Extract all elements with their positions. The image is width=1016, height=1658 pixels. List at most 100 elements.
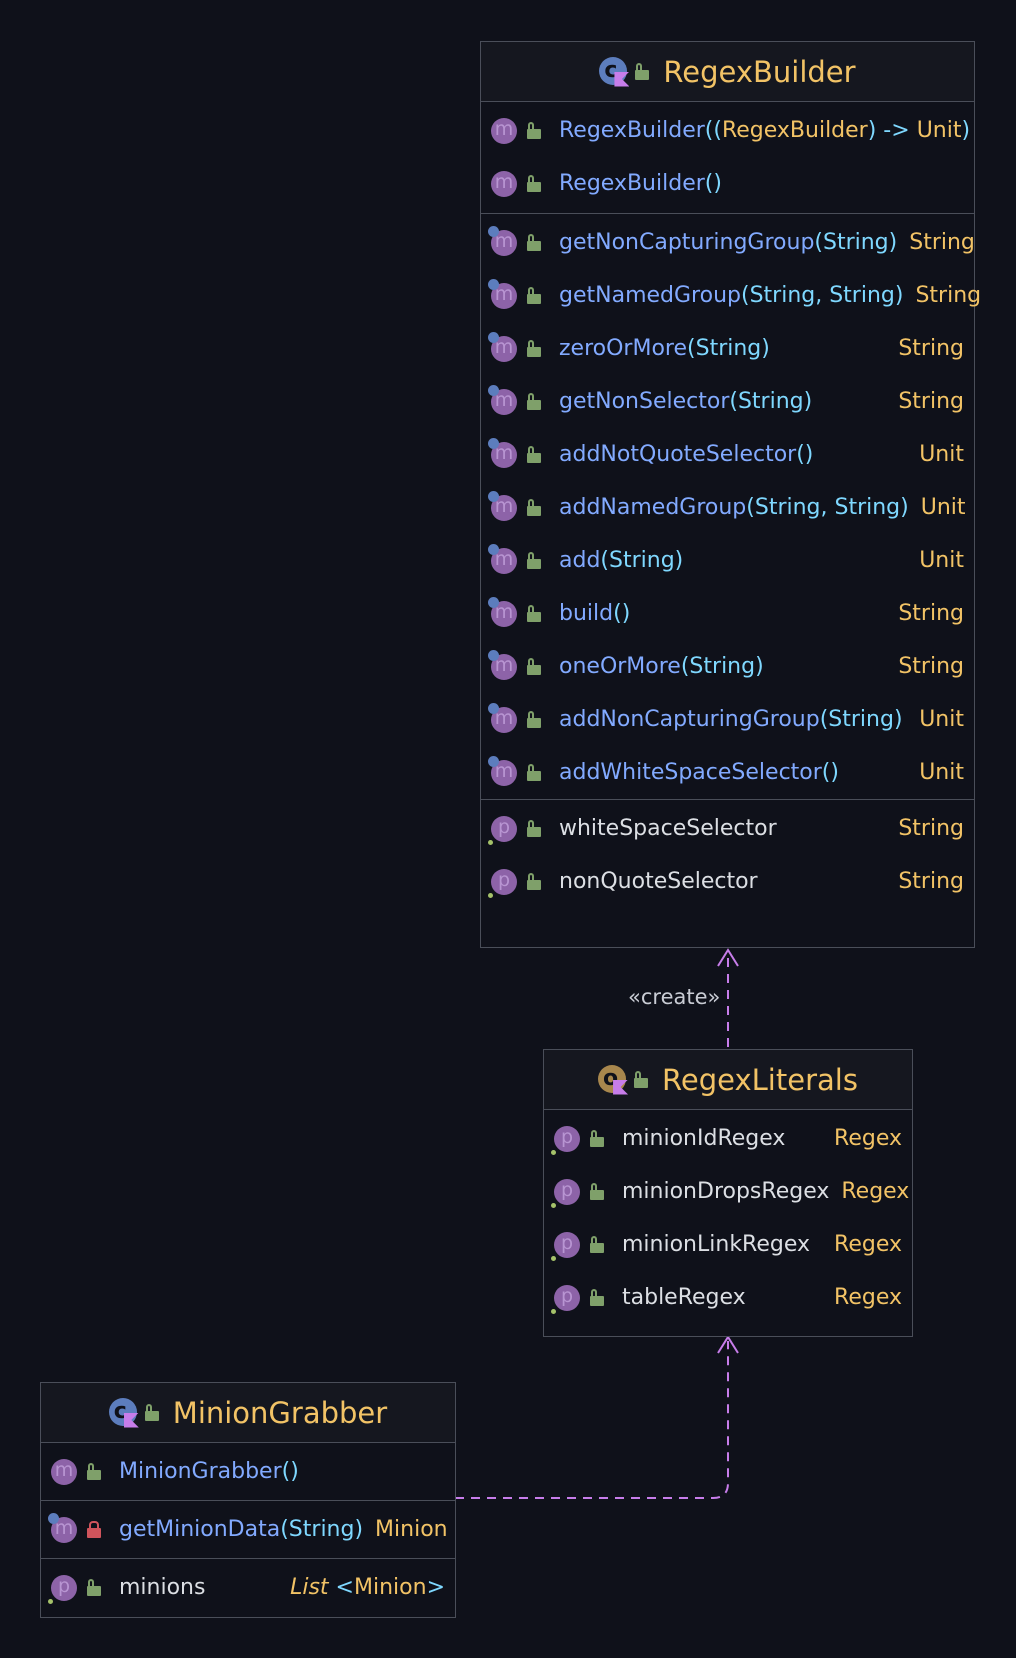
- method-icon: m: [488, 384, 517, 415]
- member-name: addNamedGroup(String, String): [559, 495, 909, 520]
- class-header: c MinionGrabber: [41, 1383, 455, 1443]
- method-icon: m: [488, 649, 517, 680]
- public-lock-open-icon: [527, 445, 541, 464]
- class-header: o RegexLiterals: [544, 1050, 912, 1110]
- constructor-row[interactable]: m MinionGrabber(): [41, 1445, 455, 1498]
- class-regex-builder[interactable]: c RegexBuilder m RegexBuilder((RegexBuil…: [480, 41, 981, 948]
- class-title: MinionGrabber: [172, 1395, 388, 1430]
- member-type: Minion: [375, 1517, 448, 1542]
- public-lock-open-icon: [527, 498, 541, 517]
- member-name: minionLinkRegex: [622, 1232, 811, 1257]
- class-title: RegexLiterals: [662, 1062, 858, 1097]
- properties-section: p minions List <Minion>: [41, 1559, 455, 1614]
- member-type: Unit: [919, 548, 964, 573]
- create-stereotype-label: «create»: [628, 985, 721, 1009]
- public-lock-open-icon: [527, 286, 541, 305]
- constructors-section: m RegexBuilder((RegexBuilder) -> Unit) m…: [481, 102, 974, 214]
- property-icon: p: [488, 815, 517, 845]
- member-type: String: [898, 389, 964, 414]
- property-icon: p: [551, 1125, 580, 1155]
- public-lock-open-icon: [527, 392, 541, 411]
- member-name: oneOrMore(String): [559, 654, 764, 679]
- member-type: Unit: [919, 707, 964, 732]
- kotlin-class-icon: c: [108, 1397, 139, 1428]
- member-type: String: [898, 336, 964, 361]
- method-icon: m: [491, 170, 517, 197]
- public-lock-open-icon: [527, 819, 541, 838]
- member-type: Unit: [919, 760, 964, 785]
- constructors-section: m MinionGrabber(): [41, 1443, 455, 1501]
- method-icon: m: [488, 543, 517, 574]
- property-icon: p: [48, 1574, 77, 1604]
- member-name: nonQuoteSelector: [559, 869, 758, 894]
- property-row[interactable]: p minions List <Minion>: [41, 1561, 455, 1614]
- member-type: String: [898, 601, 964, 626]
- class-header: c RegexBuilder: [481, 42, 974, 102]
- member-name: whiteSpaceSelector: [559, 816, 777, 841]
- method-icon: m: [488, 437, 517, 468]
- public-lock-open-icon: [527, 763, 541, 782]
- member-type: String: [915, 283, 982, 308]
- class-title: RegexBuilder: [663, 54, 856, 89]
- method-row[interactable]: m getMinionData(String) Minion: [41, 1503, 455, 1556]
- method-row[interactable]: m oneOrMore(String) String: [481, 640, 974, 693]
- member-type: Regex: [841, 1179, 910, 1204]
- member-name: minionIdRegex: [622, 1126, 786, 1151]
- constructor-row[interactable]: m RegexBuilder((RegexBuilder) -> Unit): [481, 104, 974, 157]
- public-lock-open-icon: [527, 121, 541, 140]
- member-type: List <Minion>: [290, 1575, 445, 1600]
- public-lock-open-icon: [527, 710, 541, 729]
- member-type: Regex: [834, 1232, 902, 1257]
- member-name: minionDropsRegex: [622, 1179, 830, 1204]
- public-lock-open-icon: [635, 62, 650, 81]
- member-type: String: [909, 230, 975, 255]
- property-icon: p: [488, 868, 517, 898]
- public-lock-open-icon: [590, 1288, 604, 1307]
- public-lock-open-icon: [527, 174, 541, 193]
- method-icon: m: [488, 702, 517, 733]
- property-icon: p: [551, 1178, 580, 1208]
- member-type: Unit: [920, 495, 966, 520]
- method-row[interactable]: m getNonCapturingGroup(String) String: [481, 216, 975, 269]
- method-icon: m: [488, 225, 517, 256]
- member-type: String: [898, 654, 964, 679]
- member-name: getMinionData(String): [119, 1517, 364, 1542]
- member-name: MinionGrabber(): [119, 1459, 299, 1484]
- member-name: build(): [559, 601, 631, 626]
- property-row[interactable]: p minionDropsRegex Regex: [544, 1165, 912, 1218]
- member-type: String: [898, 869, 964, 894]
- member-name: getNonCapturingGroup(String): [559, 230, 898, 255]
- method-row[interactable]: m add(String) Unit: [481, 534, 974, 587]
- class-minion-grabber[interactable]: c MinionGrabber m MinionGrabber() m getM…: [40, 1382, 456, 1618]
- property-row[interactable]: p nonQuoteSelector String: [481, 855, 974, 908]
- methods-section: m getMinionData(String) Minion: [41, 1501, 455, 1559]
- method-icon: m: [51, 1458, 77, 1485]
- property-icon: p: [551, 1284, 580, 1314]
- kotlin-class-icon: c: [599, 56, 630, 87]
- member-name: minions: [119, 1575, 206, 1600]
- member-type: Regex: [834, 1285, 902, 1310]
- public-lock-open-icon: [527, 657, 541, 676]
- constructor-row[interactable]: m RegexBuilder(): [481, 157, 974, 210]
- member-name: add(String): [559, 548, 684, 573]
- member-name: zeroOrMore(String): [559, 336, 770, 361]
- public-lock-open-icon: [634, 1070, 649, 1089]
- public-lock-open-icon: [527, 551, 541, 570]
